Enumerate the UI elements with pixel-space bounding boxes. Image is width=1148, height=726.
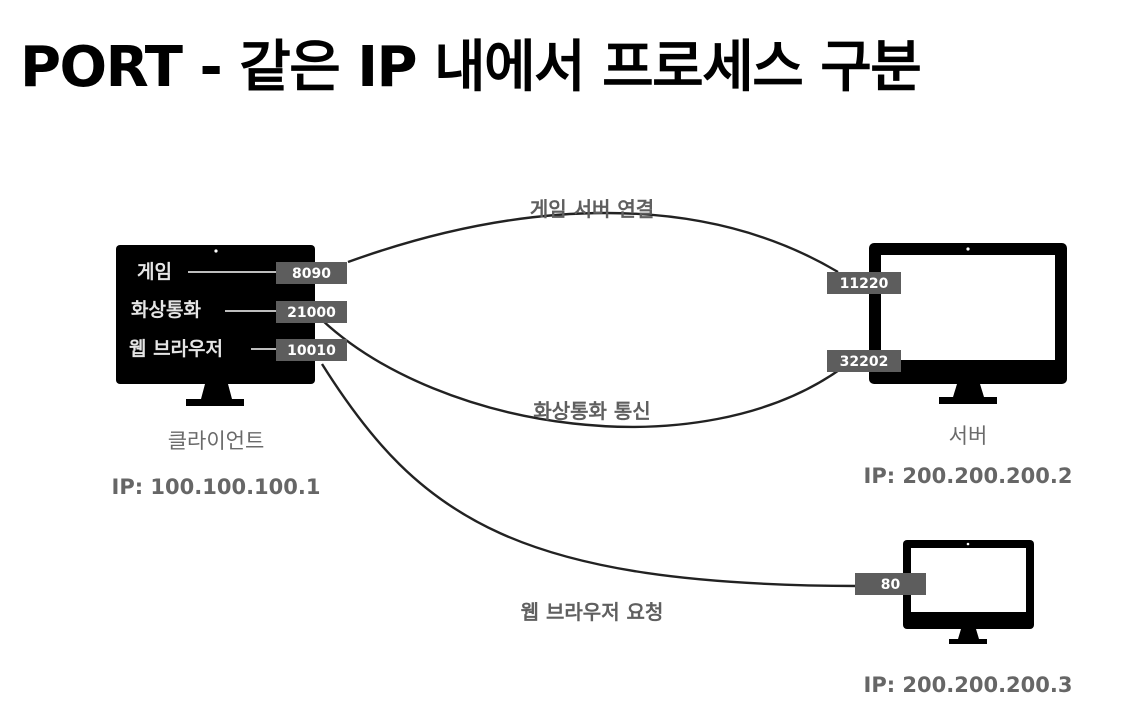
web-connection-line <box>320 363 859 588</box>
server-ip: IP: 200.200.200.2 <box>864 464 1073 488</box>
port-box-21000 <box>276 301 347 323</box>
video-connection-line <box>321 319 843 429</box>
port-box-8090 <box>276 262 347 284</box>
client-app-video-call: 화상통화 21000 <box>131 299 347 323</box>
server-port-11220: 11220 <box>827 272 901 294</box>
client-name: 클라이언트 <box>168 429 265 453</box>
web-server-port-80: 80 <box>855 573 926 595</box>
port-box-10010 <box>276 339 347 361</box>
app-label-game: 게임 <box>137 261 172 283</box>
game-connection-line <box>347 211 839 274</box>
slide-title: PORT - 같은 IP 내에서 프로세스 구분 <box>20 35 922 100</box>
client-ip: IP: 100.100.100.1 <box>112 475 321 499</box>
port-box-32202 <box>827 350 901 372</box>
web-server-ip: IP: 200.200.200.3 <box>864 673 1073 697</box>
port-label-11220: 11220 <box>840 276 889 292</box>
server-port-32202: 32202 <box>827 350 901 372</box>
web-connection-label: 웹 브라우저 요청 <box>521 600 664 624</box>
client-app-game: 게임 8090 <box>137 261 347 284</box>
port-box-80 <box>855 573 926 595</box>
port-label-32202: 32202 <box>840 354 889 370</box>
port-label-8090: 8090 <box>292 266 331 282</box>
server-monitor-icon <box>869 243 1067 404</box>
server-name: 서버 <box>949 424 988 448</box>
client-app-web-browser: 웹 브라우저 10010 <box>129 338 347 361</box>
web-server-monitor-icon <box>903 540 1034 644</box>
port-label-21000: 21000 <box>287 305 336 321</box>
port-label-80: 80 <box>881 577 901 593</box>
game-connection-label: 게임 서버 연결 <box>530 197 654 221</box>
port-box-11220 <box>827 272 901 294</box>
port-label-10010: 10010 <box>287 343 336 359</box>
video-connection-label: 화상통화 통신 <box>533 399 650 423</box>
app-label-video-call: 화상통화 <box>131 299 201 321</box>
app-label-web-browser: 웹 브라우저 <box>129 338 223 360</box>
